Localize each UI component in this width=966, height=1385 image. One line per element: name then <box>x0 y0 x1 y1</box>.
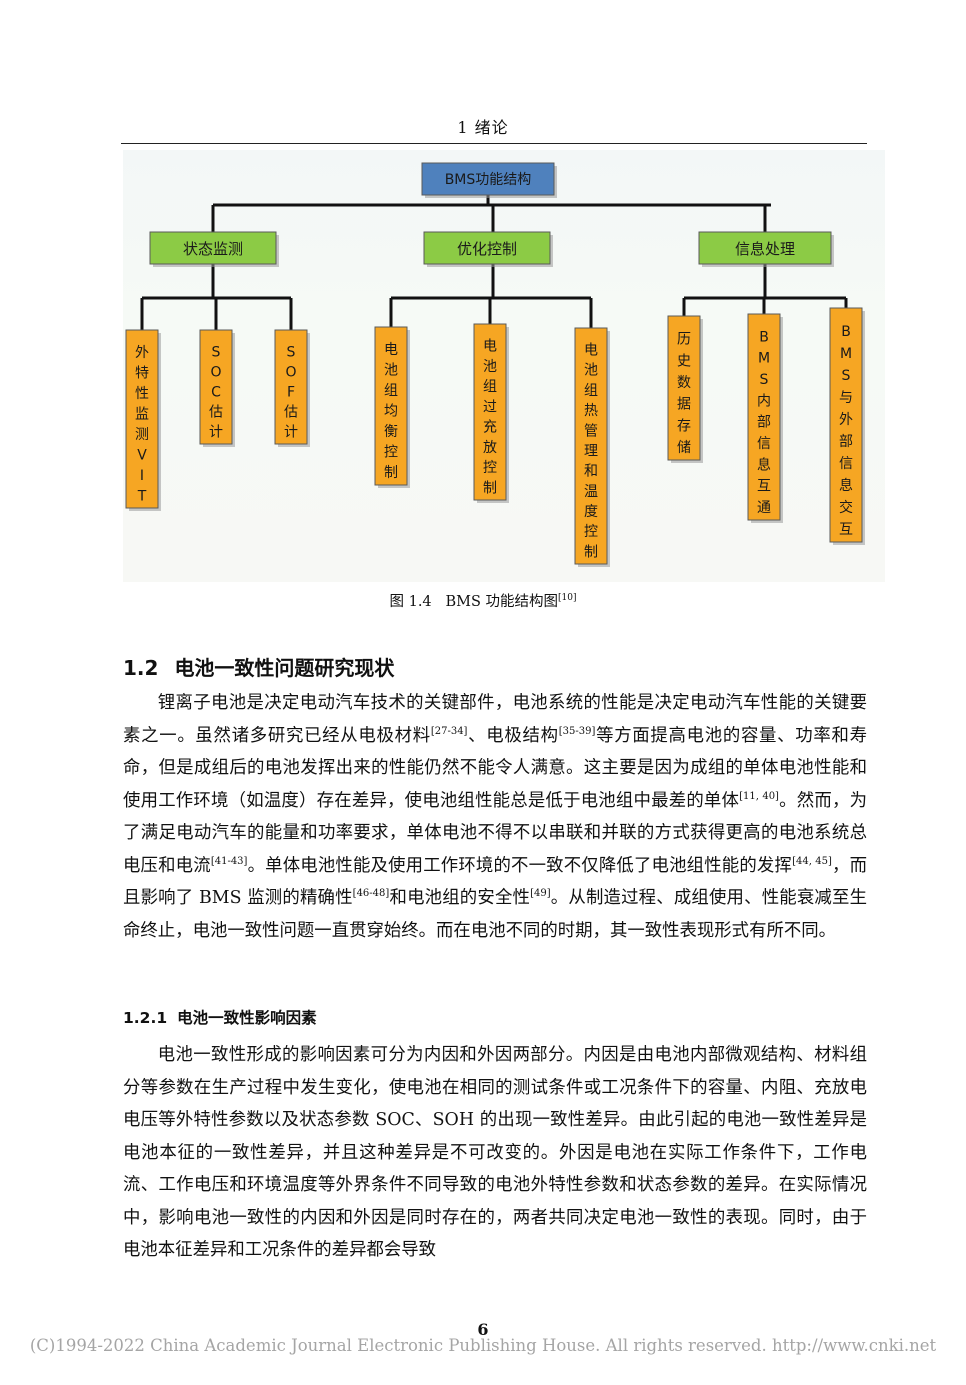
function-node <box>574 327 608 565</box>
function-node <box>829 307 863 543</box>
category-node <box>149 231 277 265</box>
function-node <box>199 329 233 445</box>
function-node <box>667 315 701 461</box>
function-node-label: 电池组均衡控制 <box>384 342 398 481</box>
category-node-label: 状态监测 <box>183 240 243 258</box>
para1-text-6: ，而且影响了 BMS 监测的精确性 <box>123 855 867 909</box>
citation: [11, 40] <box>739 790 779 802</box>
root-node-label: BMS功能结构 <box>445 172 532 188</box>
category-node <box>698 231 832 265</box>
citation: [44, 45] <box>792 855 832 867</box>
subsection-number: 1.2.1 <box>123 1009 168 1027</box>
category-node <box>423 231 551 265</box>
citation: [27-34] <box>430 725 468 737</box>
para1-text-4: 。然而，为了满足电动汽车的能量和功率要求，单体电池不得不以串联和并联的方式获得更… <box>123 790 867 876</box>
section-number: 1.2 <box>123 656 159 680</box>
citation: [49] <box>530 888 551 900</box>
function-node-label: 电池组过充放控制 <box>483 339 497 497</box>
section-title: 电池一致性问题研究现状 <box>174 656 395 680</box>
para1-text-2: 、电极结构 <box>467 725 559 746</box>
citation: [35-39] <box>558 725 596 737</box>
function-node-label: 电池组热管理和温度控制 <box>584 343 598 561</box>
para1-text-8: 。从制造过程、成组使用、性能衰减至生命终止，电池一致性问题一直贯穿始终。而在电池… <box>123 888 867 941</box>
subsection-heading: 1.2.1 电池一致性影响因素 <box>123 1006 317 1028</box>
caption-ref: [10] <box>558 593 577 604</box>
citation: [41-43] <box>210 855 248 867</box>
function-node <box>125 329 159 509</box>
function-node <box>747 313 781 521</box>
citation: [46-48] <box>352 888 390 900</box>
para1-text-1: 锂离子电池是决定电动汽车技术的关键部件，电池系统的性能是决定电动汽车性能的关键要… <box>123 693 867 746</box>
figure-caption: 图 1.4 BMS 功能结构图[10] <box>0 590 966 611</box>
function-node <box>473 323 507 501</box>
running-head: 1 绪论 <box>457 118 509 137</box>
category-node-label: 信息处理 <box>735 240 795 258</box>
subsection-title: 电池一致性影响因素 <box>177 1009 317 1027</box>
para1-text-5: 。单体电池性能及使用工作环境的不一致不仅降低了电池组性能的发挥 <box>247 855 793 876</box>
para1-text-7: 和电池组的安全性 <box>389 888 531 908</box>
copyright-footer: (C)1994-2022 China Academic Journal Elec… <box>29 1336 937 1355</box>
function-node <box>374 326 408 486</box>
page-number: 6 <box>477 1320 489 1339</box>
category-node-label: 优化控制 <box>457 240 517 258</box>
root-node <box>421 162 555 196</box>
function-node <box>274 329 308 445</box>
header-rule <box>121 143 867 144</box>
caption-text: BMS 功能结构图 <box>445 594 559 610</box>
caption-prefix: 图 1.4 <box>389 594 432 610</box>
section-heading: 1.2 电池一致性问题研究现状 <box>123 652 394 681</box>
paragraph-2: 电池一致性形成的影响因素可分为内因和外因两部分。内因是由电池内部微观结构、材料组… <box>123 1045 867 1260</box>
function-node-label: 历史数据存储 <box>677 332 691 456</box>
para1-text-3: 等方面提高电池的容量、功率和寿命，但是成组后的电池发挥出来的性能仍然不能令人满意… <box>123 725 867 811</box>
paragraph-1: 锂离子电池是决定电动汽车技术的关键部件，电池系统的性能是决定电动汽车性能的关键要… <box>123 687 867 947</box>
